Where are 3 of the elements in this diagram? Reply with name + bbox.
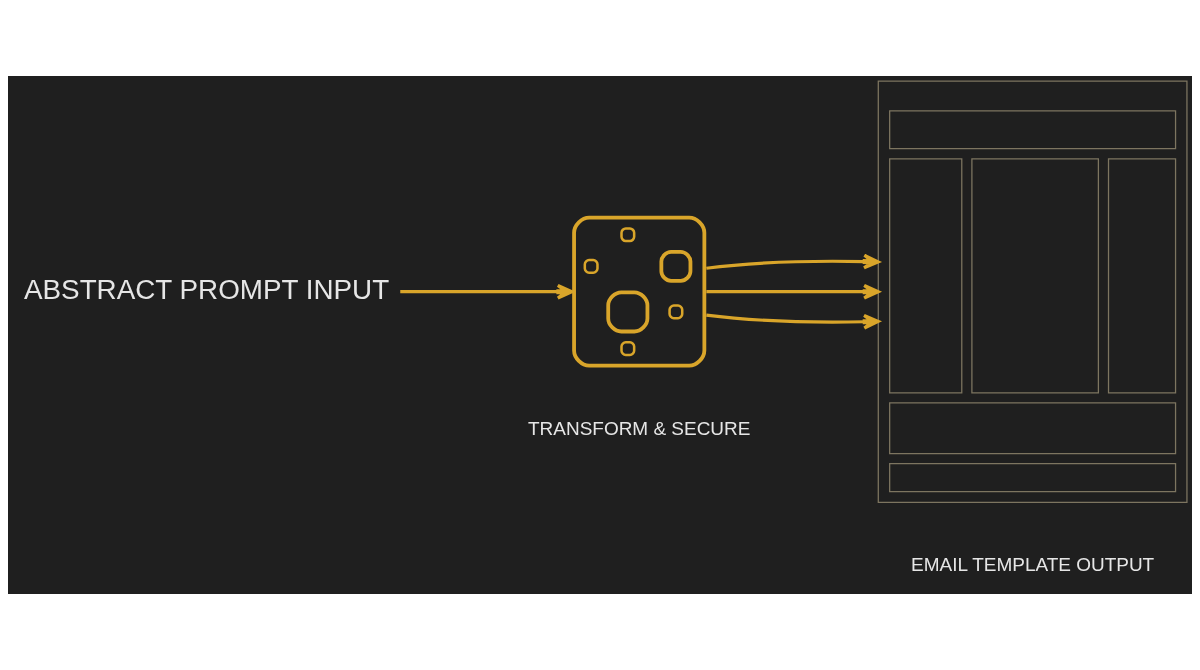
node-label: TRANSFORM & SECURE	[528, 418, 751, 440]
node-text: ABSTRACT PROMPT INPUT	[23, 273, 390, 305]
node-label: EMAIL TEMPLATE OUTPUT	[911, 553, 1155, 575]
